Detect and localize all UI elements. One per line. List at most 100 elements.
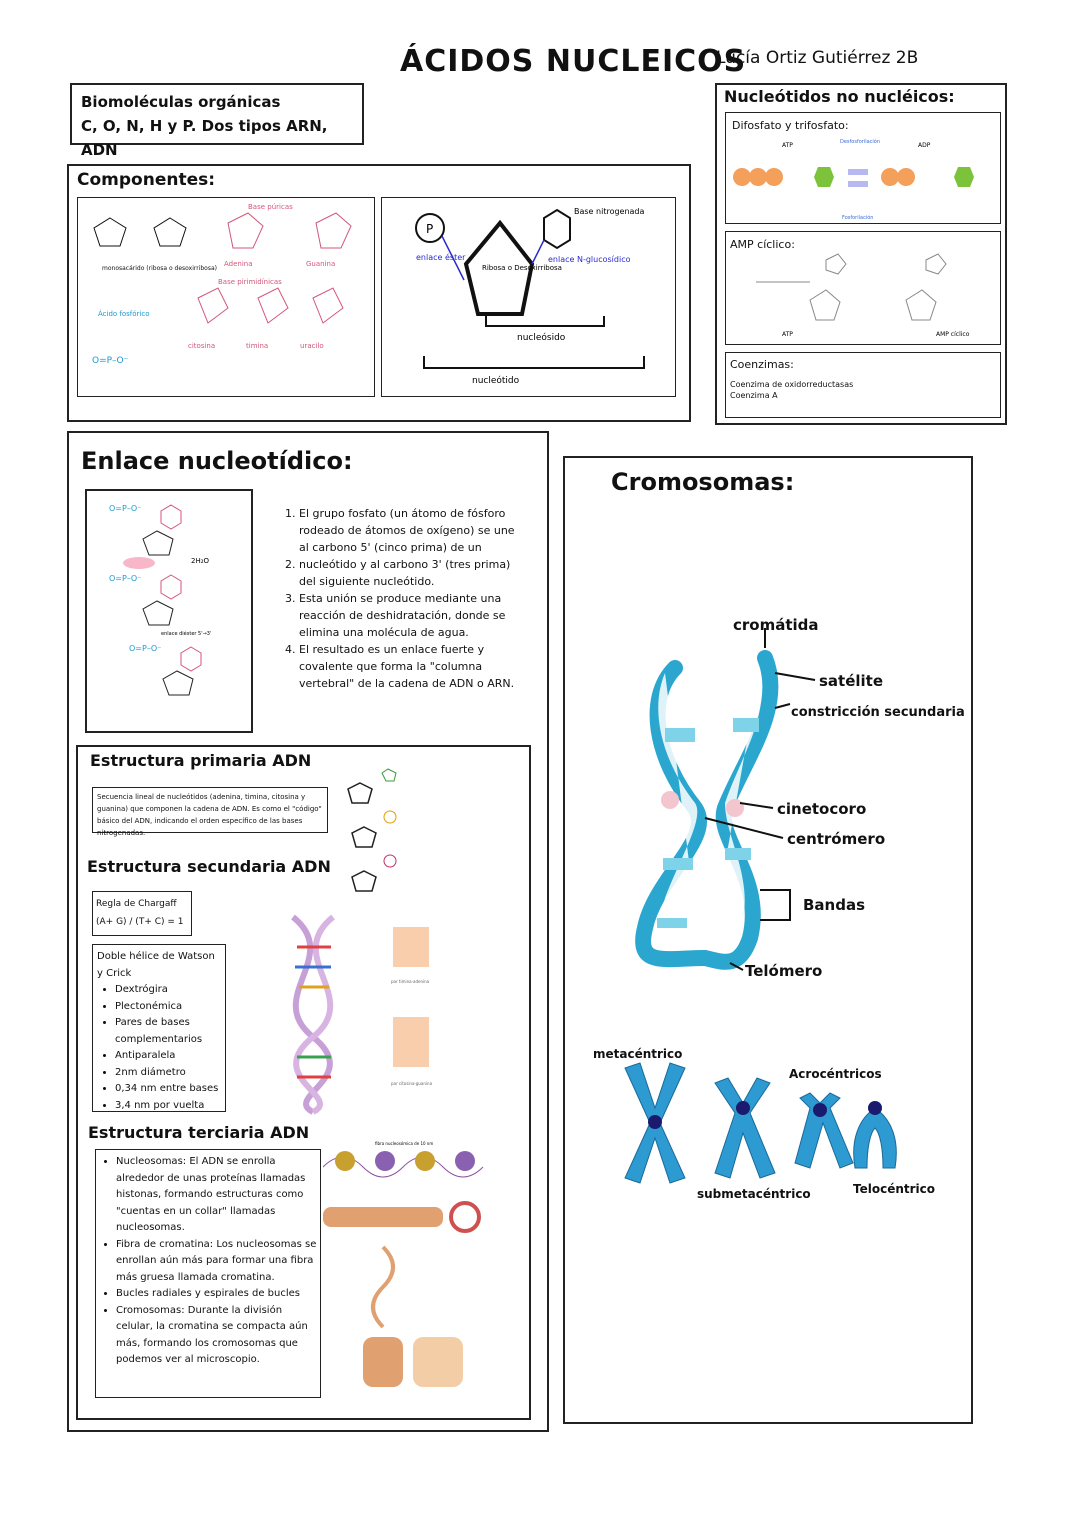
coenzima-item: Coenzima A bbox=[730, 391, 778, 400]
intro-line: C, O, N, H y P. Dos tipos ARN, ADN bbox=[81, 117, 328, 159]
monosacarido-label: monosacárido (ribosa o desoxirribosa) bbox=[102, 265, 217, 272]
step-item: Esta unión se produce mediante una reacc… bbox=[299, 590, 519, 641]
adp-label: ADP bbox=[918, 142, 931, 149]
atp-label: ATP bbox=[782, 142, 793, 149]
svg-text:O=P–O⁻: O=P–O⁻ bbox=[92, 356, 129, 366]
list-item: Nucleosomas: El ADN se enrolla alrededor… bbox=[116, 1154, 318, 1237]
primaria-heading: Estructura primaria ADN bbox=[90, 751, 312, 770]
nucleotide-svg: P Ribosa o Desoxirribosa Base nitrogenad… bbox=[415, 207, 645, 386]
acido-fosforico-label: Ácido fosfórico bbox=[98, 309, 150, 318]
double-helix-svg: par timina-adenina par citosina-guanina bbox=[291, 914, 433, 1115]
chargaff-title: Regla de Chargaff bbox=[96, 899, 177, 909]
fibra-label: fibra nucleosómica de 10 nm bbox=[375, 1141, 433, 1146]
nucleotido-label: nucleótido bbox=[472, 375, 520, 386]
ta-label: par timina-adenina bbox=[391, 979, 430, 984]
phosphate-label: P bbox=[426, 222, 433, 236]
list-item: 2nm diámetro bbox=[115, 1065, 221, 1082]
adenina-label: Adenina bbox=[224, 260, 253, 268]
estructuras-box: Estructura primaria ADN Secuencia lineal… bbox=[76, 745, 531, 1420]
atp-label: ATP bbox=[782, 331, 793, 338]
intro-line: Biomoléculas orgánicas bbox=[81, 93, 281, 111]
box-title: Difosfato y trifosfato: bbox=[732, 119, 849, 132]
terciaria-box: Nucleosomas: El ADN se enrolla alrededor… bbox=[95, 1149, 321, 1398]
enlace-diagram: O=P–O⁻ O=P–O⁻ O=P–O⁻ 2H₂O enlace diéster 5… bbox=[85, 489, 253, 733]
componentes-section: Componentes: Adenina Guanina Base púrica… bbox=[67, 164, 691, 422]
amp-box: AMP cíclico: ATP AMP cíclico bbox=[725, 231, 1001, 345]
section-heading: Componentes: bbox=[77, 170, 216, 190]
citosina-label: citosina bbox=[188, 342, 215, 350]
step-item: nucleótido y al carbono 3' (tres prima) … bbox=[299, 556, 519, 590]
list-item: Fibra de cromatina: Los nucleosomas se e… bbox=[116, 1237, 318, 1287]
amp-label: AMP cíclico bbox=[936, 331, 970, 338]
satelite-label: satélite bbox=[819, 672, 883, 690]
step-item: El resultado es un enlace fuerte y coval… bbox=[299, 641, 519, 692]
list-item: Cromosomas: Durante la división celular,… bbox=[116, 1303, 318, 1369]
atp-adp-svg: ATP ADP Desfosforilación Fosforilación bbox=[733, 138, 974, 221]
enlace-ester-label: enlace éster bbox=[416, 252, 466, 262]
cromosomas-section: Cromosomas: cromátida satélite constricc… bbox=[563, 456, 973, 1424]
watson-list: Dextrógira Plectonémica Pares de bases c… bbox=[97, 982, 221, 1114]
secundaria-heading: Estructura secundaria ADN bbox=[87, 857, 331, 876]
guanina-label: Guanina bbox=[306, 260, 335, 268]
desfosforilacion-label: Desfosforilación bbox=[840, 138, 880, 145]
nucleotide-diagram: P Ribosa o Desoxirribosa Base nitrogenad… bbox=[381, 197, 676, 397]
terciaria-heading: Estructura terciaria ADN bbox=[88, 1123, 310, 1142]
chargaff-box: Regla de Chargaff (A+ G) / (T+ C) = 1 bbox=[92, 891, 192, 936]
nucleosido-label: nucleósido bbox=[517, 332, 566, 343]
list-item: Pares de bases complementarios bbox=[115, 1015, 221, 1048]
telocentrico-label: Telocéntrico bbox=[853, 1182, 935, 1196]
submetacentrico-label: submetacéntrico bbox=[697, 1187, 811, 1201]
nucleotide-chain-svg bbox=[347, 768, 397, 892]
enlace-n-label: enlace N-glucosídico bbox=[548, 255, 631, 264]
list-item: 0,34 nm entre bases bbox=[115, 1081, 221, 1098]
list-item: Bucles radiales y espirales de bucles bbox=[116, 1286, 318, 1303]
metacentrico-label: metacéntrico bbox=[593, 1047, 682, 1061]
no-nucleicos-section: Nucleótidos no nucléicos: Difosfato y tr… bbox=[715, 83, 1007, 425]
box-title: AMP cíclico: bbox=[730, 238, 795, 251]
watson-title: Doble hélice de Watson y Crick bbox=[97, 951, 215, 979]
svg-text:O=P–O⁻: O=P–O⁻ bbox=[109, 504, 141, 513]
uracilo-label: uracilo bbox=[300, 342, 324, 350]
bases-puricas-label: Base púricas bbox=[248, 203, 293, 211]
enlace-svg: O=P–O⁻ O=P–O⁻ O=P–O⁻ 2H₂O enlace diéster 5… bbox=[109, 504, 211, 696]
chromatin-svg: fibra nucleosómica de 10 nm bbox=[323, 1141, 484, 1387]
centromero-label: centrómero bbox=[787, 830, 885, 848]
step-item: El grupo fosfato (un átomo de fósforo ro… bbox=[299, 505, 519, 556]
water-label: 2H₂O bbox=[191, 557, 210, 565]
sugar-label: Ribosa o Desoxirribosa bbox=[482, 264, 562, 272]
svg-text:O=P–O⁻: O=P–O⁻ bbox=[109, 574, 141, 583]
enlace-steps: El grupo fosfato (un átomo de fósforo ro… bbox=[281, 505, 519, 692]
list-item: Antiparalela bbox=[115, 1048, 221, 1065]
base-label: Base nitrogenada bbox=[574, 207, 645, 216]
box-title: Coenzimas: bbox=[730, 358, 794, 371]
fosforilacion-label: Fosforilación bbox=[842, 214, 873, 221]
list-item: Plectonémica bbox=[115, 999, 221, 1016]
primaria-text: Secuencia lineal de nucleótidos (adenina… bbox=[92, 787, 328, 837]
bandas-label: Bandas bbox=[803, 896, 865, 914]
watson-box: Doble hélice de Watson y Crick Dextrógir… bbox=[92, 944, 226, 1112]
bases-pirimidinicas-label: Base pirimidínicas bbox=[218, 278, 282, 286]
page-title: ÁCIDOS NUCLEICOS bbox=[400, 44, 747, 79]
coenzima-item: Coenzima de oxidorreductasas bbox=[730, 380, 854, 389]
section-heading: Cromosomas: bbox=[611, 468, 795, 496]
cg-label: par citosina-guanina bbox=[391, 1081, 433, 1086]
cinetocoro-label: cinetocoro bbox=[777, 800, 866, 818]
svg-text:O=P–O⁻: O=P–O⁻ bbox=[129, 644, 161, 653]
timina-label: timina bbox=[246, 342, 268, 350]
components-drawing: Adenina Guanina Base púricas Base pirimi… bbox=[77, 197, 375, 397]
bond-label: enlace diéster 5'→3' bbox=[161, 630, 211, 637]
enlace-section: Enlace nucleotídico: O=P–O⁻ O=P–O⁻ O=P–O⁻ … bbox=[67, 431, 549, 1432]
acrocentricos-label: Acrocéntricos bbox=[789, 1067, 882, 1081]
telomero-label: Telómero bbox=[745, 962, 822, 980]
cromatida-label: cromátida bbox=[733, 616, 819, 634]
section-heading: Nucleótidos no nucléicos: bbox=[724, 87, 955, 106]
section-heading: Enlace nucleotídico: bbox=[81, 447, 353, 475]
constriccion-label: constricción secundaria bbox=[791, 705, 965, 720]
chromosome-drawing: cromátida satélite constricción secundar… bbox=[593, 616, 965, 1201]
amp-svg: ATP AMP cíclico bbox=[756, 253, 970, 338]
difosfato-box: Difosfato y trifosfato: ATP ADP Desfosfo… bbox=[725, 112, 1001, 224]
chargaff-formula: (A+ G) / (T+ C) = 1 bbox=[96, 917, 184, 927]
list-item: Dextrógira bbox=[115, 982, 221, 999]
author: Lucía Ortiz Gutiérrez 2B bbox=[716, 48, 919, 68]
